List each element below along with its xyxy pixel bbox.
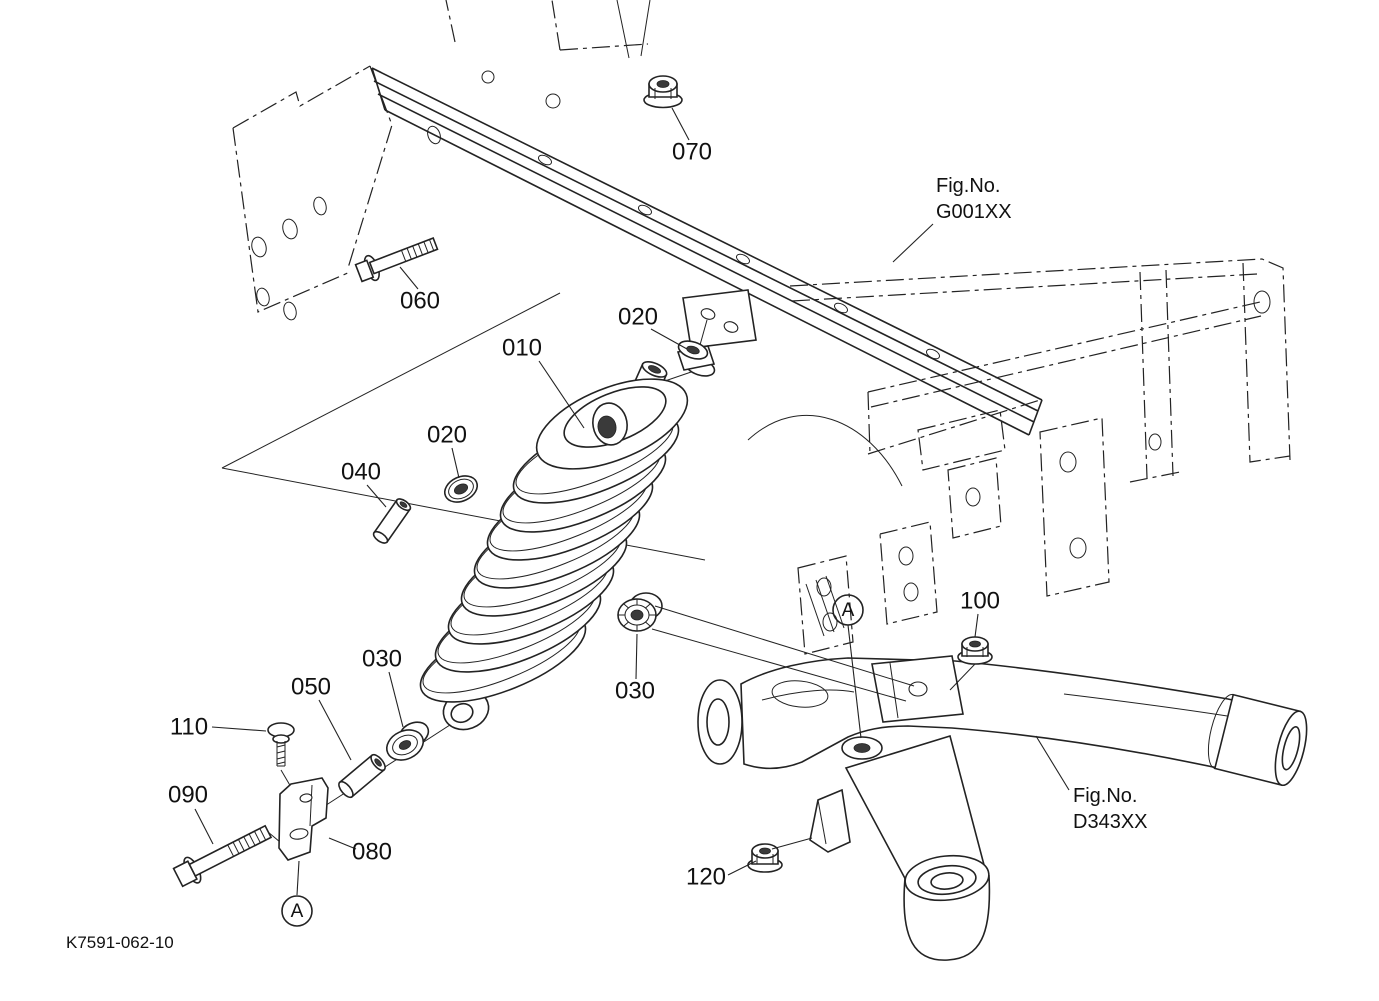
shock-absorber bbox=[419, 360, 689, 731]
nut-100 bbox=[957, 636, 993, 665]
callout-labels: 010 020 020 030 030 040 050 060 070 080 … bbox=[168, 138, 1000, 890]
frame-detail-lines bbox=[221, 0, 1271, 637]
callout-030-left-label: 030 bbox=[362, 645, 402, 672]
leader-lines bbox=[194, 107, 1070, 896]
callout-110-label: 110 bbox=[170, 713, 208, 740]
callout-030-right-label: 030 bbox=[615, 677, 655, 704]
arm-bushing-lower bbox=[903, 854, 991, 961]
callout-020-upper-label: 020 bbox=[618, 303, 658, 330]
fig-g001-line1: Fig.No. bbox=[936, 175, 1000, 197]
drawing-number: K7591-062-10 bbox=[66, 933, 174, 952]
detail-marker-a-bracket-label: A bbox=[291, 901, 304, 922]
bushing-020-upper bbox=[676, 340, 716, 377]
detail-marker-a-arm: A bbox=[832, 594, 864, 626]
callout-010-label: 010 bbox=[502, 334, 542, 361]
bolt-090 bbox=[172, 824, 273, 888]
callout-080-label: 080 bbox=[352, 838, 392, 865]
fig-g001-line2: G001XX bbox=[936, 201, 1012, 223]
spacer-050 bbox=[338, 753, 386, 799]
bushing-030-right bbox=[617, 592, 663, 632]
callout-020-lower-label: 020 bbox=[427, 421, 467, 448]
shock-mount-plate bbox=[682, 289, 757, 349]
projection-lines bbox=[651, 605, 976, 850]
washer-020-lower bbox=[443, 475, 479, 503]
fig-reference-d343: Fig.No. D343XX bbox=[1073, 785, 1148, 833]
fig-d343-line2: D343XX bbox=[1073, 811, 1148, 833]
bracket-080 bbox=[278, 777, 329, 861]
nut-070 bbox=[643, 75, 683, 109]
nut-120 bbox=[747, 843, 783, 873]
callout-120-label: 120 bbox=[686, 863, 726, 890]
callout-050-label: 050 bbox=[291, 673, 331, 700]
arm-bushing-right bbox=[1207, 693, 1308, 787]
reference-frame-phantom bbox=[232, 0, 1291, 655]
callout-040-label: 040 bbox=[341, 458, 381, 485]
detail-marker-a-arm-label: A bbox=[842, 600, 855, 621]
spacer-040 bbox=[372, 498, 412, 544]
callout-060-label: 060 bbox=[400, 287, 440, 314]
screw-110 bbox=[267, 722, 295, 767]
fig-d343-line1: Fig.No. bbox=[1073, 785, 1137, 807]
fig-reference-g001: Fig.No. G001XX bbox=[936, 175, 1012, 223]
detail-marker-a-bracket: A bbox=[281, 895, 313, 927]
callout-090-label: 090 bbox=[168, 781, 208, 808]
frame-rail bbox=[371, 67, 1043, 436]
suspension-arm bbox=[697, 655, 1308, 961]
bushing-030-lower bbox=[385, 721, 430, 761]
callout-100-label: 100 bbox=[960, 587, 1000, 614]
bolt-060 bbox=[354, 237, 439, 283]
callout-070-label: 070 bbox=[672, 138, 712, 165]
